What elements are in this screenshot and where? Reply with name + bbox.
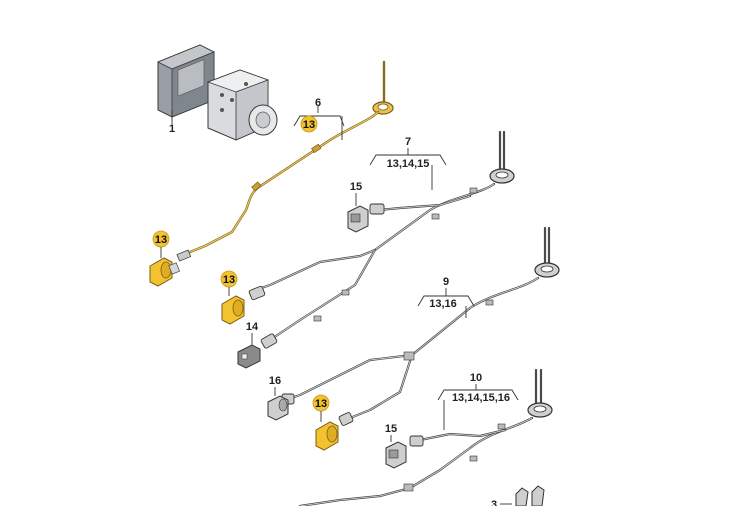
wiring-harness-10[interactable] <box>298 368 553 506</box>
sensor-15-b[interactable] <box>385 441 407 469</box>
part-label-7-sub: 13,14,15 <box>387 158 430 170</box>
part-label-16: 16 <box>269 375 281 387</box>
wiring-harness-7[interactable] <box>248 130 515 349</box>
sensor-14[interactable] <box>237 344 261 369</box>
part-label-6-sub: 13 <box>303 119 315 131</box>
part-label-10: 10 <box>470 372 482 384</box>
part-label-13-b: 13 <box>223 274 235 286</box>
wheel-speed-sensor-6[interactable] <box>176 60 394 262</box>
part-label-6: 6 <box>315 97 321 109</box>
bracket-7 <box>369 154 447 166</box>
highlight-badge-6-sub <box>300 115 318 133</box>
abs-control-unit[interactable] <box>157 44 278 141</box>
sensor-16[interactable] <box>267 395 289 421</box>
part-label-10-sub: 13,14,15,16 <box>452 392 510 404</box>
part-label-13-c: 13 <box>315 398 327 410</box>
bracket-10 <box>437 389 519 401</box>
part-label-14: 14 <box>246 321 259 333</box>
part-3[interactable] <box>515 485 545 506</box>
wiring-harness-9[interactable] <box>281 226 560 426</box>
part-label-9: 9 <box>443 276 449 288</box>
part-label-15-a: 15 <box>350 181 362 193</box>
part-label-9-sub: 13,16 <box>429 298 457 310</box>
connector-13-c[interactable] <box>315 421 339 451</box>
part-label-15-b: 15 <box>385 423 397 435</box>
sensor-15-a[interactable] <box>347 205 369 233</box>
part-label-7: 7 <box>405 136 411 148</box>
part-label-3: 3 <box>491 499 497 506</box>
bracket-9 <box>417 295 475 307</box>
connector-13-b[interactable] <box>221 295 245 325</box>
part-label-13-a: 13 <box>155 234 167 246</box>
connector-13-a[interactable] <box>149 257 181 287</box>
part-label-1: 1 <box>169 123 175 135</box>
